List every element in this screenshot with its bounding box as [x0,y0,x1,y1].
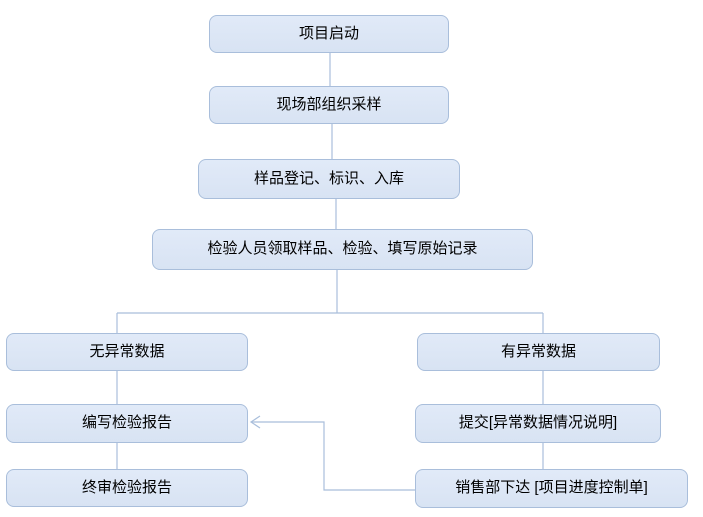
connector-sales-to-write [252,421,415,491]
flow-node-write-report: 编写检验报告 [6,404,248,443]
flow-node-field-sampling: 现场部组织采样 [209,86,449,124]
flow-node-abnormal-data: 有异常数据 [417,333,660,371]
flow-node-inspection: 检验人员领取样品、检验、填写原始记录 [152,229,533,270]
flow-node-sample-registration: 样品登记、标识、入库 [198,159,460,199]
flow-node-sales-issue-control: 销售部下达 [项目进度控制单] [415,469,688,508]
flow-node-final-review: 终审检验报告 [6,469,248,507]
flow-node-no-abnormal-data: 无异常数据 [6,333,248,371]
flow-node-submit-explanation: 提交[异常数据情况说明] [415,404,661,443]
flow-node-project-start: 项目启动 [209,15,449,53]
arrowhead-left-icon [249,415,261,429]
